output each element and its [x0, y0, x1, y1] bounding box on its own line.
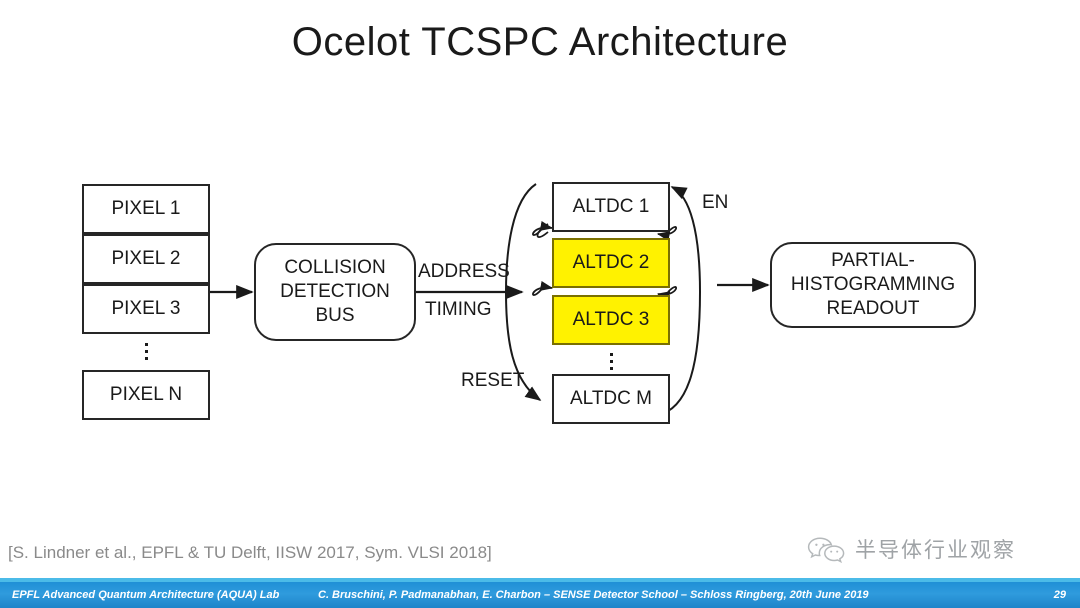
- partial-histogramming-readout[interactable]: PARTIAL- HISTOGRAMMING READOUT: [770, 242, 976, 328]
- brand-watermark: 半导体行业观察: [806, 534, 1016, 564]
- reset-label: RESET: [461, 370, 525, 391]
- footer-event-info: C. Bruschini, P. Padmanabhan, E. Charbon…: [318, 589, 869, 601]
- collision-detection-bus[interactable]: COLLISION DETECTION BUS: [254, 243, 416, 341]
- enable-label: EN: [702, 192, 729, 213]
- altdc-block-3[interactable]: ALTDC 3: [552, 295, 670, 345]
- brand-name: 半导体行业观察: [855, 538, 1016, 562]
- altdc-block-m[interactable]: ALTDC M: [552, 374, 670, 424]
- pixel-block-1[interactable]: PIXEL 1: [82, 184, 210, 234]
- page-title: Ocelot TCSPC Architecture: [291, 20, 789, 64]
- readout-line-2: HISTOGRAMMING: [790, 273, 956, 295]
- address-label: ADDRESS: [418, 261, 510, 282]
- collision-bus-line-1: COLLISION: [284, 256, 386, 278]
- footer-page-number: 29: [1053, 589, 1066, 601]
- footer-rule: [0, 578, 1080, 582]
- pixel-block-3[interactable]: PIXEL 3: [82, 284, 210, 334]
- pixel-block-n[interactable]: PIXEL N: [82, 370, 210, 420]
- collision-bus-line-3: BUS: [315, 305, 355, 327]
- timing-label: TIMING: [425, 299, 492, 320]
- wechat-icon: [806, 535, 846, 564]
- altdc-block-2[interactable]: ALTDC 2: [552, 238, 670, 288]
- footer-bar: EPFL Advanced Quantum Architecture (AQUA…: [0, 582, 1080, 608]
- pixel-block-2[interactable]: PIXEL 2: [82, 234, 210, 284]
- altdc-block-1[interactable]: ALTDC 1: [552, 182, 670, 232]
- readout-line-3: READOUT: [826, 298, 920, 320]
- readout-line-1: PARTIAL-: [831, 249, 915, 271]
- altdc-array-ellipsis: [604, 350, 618, 372]
- citation-text: [S. Lindner et al., EPFL & TU Delft, IIS…: [8, 543, 492, 562]
- pixel-array-ellipsis: [139, 340, 153, 362]
- footer-lab-name: EPFL Advanced Quantum Architecture (AQUA…: [12, 589, 280, 601]
- collision-bus-line-2: DETECTION: [280, 280, 390, 302]
